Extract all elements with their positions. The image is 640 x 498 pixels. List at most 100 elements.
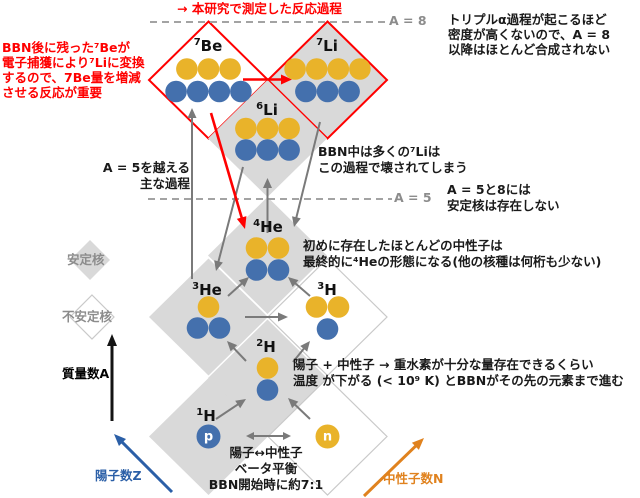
- be7-note: BBN後に残った⁷Beが 電子捕獲により⁷Liに変換 するので、7Be量を増減 …: [2, 40, 144, 100]
- be7-note-line: BBN後に残った⁷Beが: [2, 40, 130, 55]
- mass-number: 3: [317, 281, 325, 292]
- arrow-t-to-he4: [293, 281, 311, 297]
- proton-axis-label: 陽子数Z: [95, 468, 142, 483]
- legend-diamond-stable: [70, 240, 110, 280]
- neutron-fate-line: 初めに存在したほとんどの中性子は: [303, 238, 503, 253]
- arrow-li7-to-he4: [294, 121, 321, 220]
- arrowhead-axis-n: [411, 438, 424, 450]
- proton-circle-li7: [338, 80, 360, 103]
- neutron-circle-li7: [284, 58, 306, 80]
- element-symbol: He: [199, 281, 222, 299]
- proton-circle-li6: [278, 139, 300, 161]
- a5-process-line: A = 5を越える: [102, 160, 190, 175]
- element-symbol: H: [324, 281, 337, 299]
- element-symbol: Be: [200, 37, 223, 55]
- nuclide-label-h1: 1H: [196, 407, 216, 425]
- triple-alpha-line: 密度が高くないので、A = 8: [448, 27, 611, 42]
- a5-gap-line: 安定核は存在しない: [447, 198, 560, 213]
- arrowhead-d-to-t: [300, 341, 310, 352]
- arrow-axis-z: [120, 440, 174, 494]
- proton-circle-he4: [267, 259, 290, 281]
- neutron-letter: n: [322, 429, 333, 444]
- neutron-circle-li6: [256, 117, 279, 140]
- measured-reaction-title: → 本研究で測定した反応過程: [177, 1, 342, 16]
- beta-equilibrium-line: BBN開始時に約7:1: [208, 477, 324, 492]
- arrowhead-be7-to-li7: [281, 74, 292, 85]
- arrowhead-he3-to-t: [278, 312, 288, 322]
- a5-gap-note: A = 5と8には 安定核は存在しない: [447, 182, 560, 214]
- neutron-circle-h3: [305, 296, 328, 318]
- nuclide-label-h2: 2H: [256, 338, 276, 356]
- arrow-d-to-t: [292, 346, 306, 363]
- a8-line-label: A = 8: [389, 13, 427, 28]
- arrowhead-axis-a: [107, 334, 117, 346]
- a5-process-note: A = 5を越える 主な過程: [90, 160, 190, 192]
- arrowhead-p-to-d: [235, 399, 246, 409]
- proton-circle-h3: [316, 318, 339, 340]
- li7-destroyed-line: この過程で壊されてしまう: [318, 160, 468, 175]
- deuterium-note-line: 温度 が下がる (< 10⁹ K) とBBNがその先の元素まで進む: [293, 373, 624, 388]
- nuclide-label-li6: 6Li: [256, 101, 278, 119]
- proton-circle-be7: [165, 80, 187, 103]
- neutron-fate-note: 初めに存在したほとんどの中性子は 最終的に⁴Heの形態になる(他の核種は何桁も少…: [303, 238, 601, 270]
- cell-h3: [267, 257, 388, 377]
- arrowhead-d-to-he3: [227, 341, 238, 352]
- proton-circle-li6: [235, 139, 257, 161]
- triple-alpha-line: 以降はほとんど合成されない: [448, 42, 611, 57]
- mass-number: 2: [256, 338, 264, 349]
- be7-note-line: 電子捕獲により⁷Liに変換: [2, 55, 145, 70]
- neutron-fate-line: 最終的に⁴Heの形態になる(他の核種は何桁も少ない): [303, 254, 602, 269]
- neutron-circle-li7: [349, 58, 371, 80]
- mass-number: 7: [316, 37, 324, 48]
- mass-number: 1: [196, 407, 204, 418]
- arrowhead-he4-to-li6: [263, 178, 272, 188]
- proton-circle-li6: [256, 139, 279, 161]
- proton-circle-he3: [186, 317, 209, 339]
- arrow-d-to-he3: [231, 346, 247, 362]
- proton-circle-he3: [208, 317, 231, 339]
- neutron-circle-h2: [256, 357, 279, 379]
- li7-destroyed-note: BBN中は多くの⁷Liは この過程で壊されてしまう: [318, 144, 468, 176]
- triple-alpha-note: トリプルα過程が起こるほど 密度が高くないので、A = 8 以降はほとんど合成さ…: [448, 12, 610, 57]
- element-symbol: Li: [323, 37, 338, 55]
- neutron-circle-li6: [278, 117, 300, 140]
- mass-axis-label: 質量数A: [62, 366, 110, 381]
- be7-note-line: するので、7Be量を増減: [2, 70, 141, 85]
- neutron-axis-label: 中性子数N: [383, 471, 444, 486]
- arrow-axis-n: [362, 443, 418, 498]
- nuclide-label-h3: 3H: [317, 281, 337, 299]
- proton-circle-be7: [230, 80, 252, 103]
- nuclide-label-li7: 7Li: [316, 37, 338, 55]
- element-symbol: H: [263, 338, 276, 356]
- legend-stable-label: 安定核: [67, 252, 105, 267]
- arrowhead-p-n-equilibrium: [283, 432, 291, 440]
- arrowhead-p-n-equilibrium-start: [246, 432, 254, 440]
- a5-gap-line: A = 5と8には: [447, 182, 531, 197]
- proton-circle-be7: [208, 80, 231, 103]
- arrowhead-li7-to-he4: [292, 216, 301, 227]
- cell-li7: [266, 20, 389, 140]
- neutron-circle-li6: [235, 117, 257, 140]
- neutron-circle-h3: [327, 296, 350, 318]
- arrowhead-he3-to-be7: [187, 108, 197, 118]
- proton-letter: p: [203, 429, 214, 444]
- nuclide-label-be7: 7Be: [194, 37, 223, 55]
- proton-circle-li7: [316, 80, 339, 103]
- neutron-circle-li7: [305, 58, 328, 80]
- arrowhead-he3-to-he4: [238, 277, 249, 288]
- arrow-n-to-d: [293, 402, 311, 420]
- legend-unstable-label: 不安定核: [62, 309, 113, 324]
- neutron-circle-n: [315, 424, 340, 449]
- a5-process-line: 主な過程: [139, 176, 190, 191]
- arrowhead-li6-to-he3: [214, 260, 223, 271]
- proton-circle-h1: [196, 424, 221, 449]
- arrow-he3-to-he4: [227, 281, 244, 297]
- proton-circle-li7: [295, 80, 317, 103]
- mass-number: 3: [192, 281, 200, 292]
- beta-equilibrium-line: ベータ平衡: [234, 461, 298, 476]
- beta-equilibrium-note: 陽子↔中性子 ベータ平衡 BBN開始時に約7:1: [180, 445, 352, 493]
- proton-circle-he4: [245, 259, 268, 281]
- neutron-circle-he4: [267, 237, 290, 259]
